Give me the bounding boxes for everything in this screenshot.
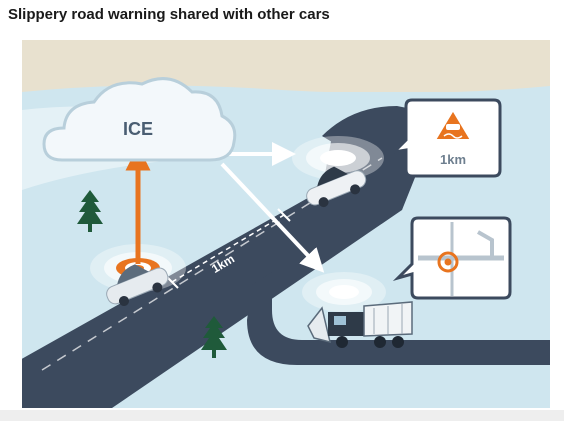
diagram-svg: 1km ICE [22, 40, 550, 408]
bottom-strip [0, 410, 564, 421]
distance-tick-end [277, 208, 291, 222]
car-icon [106, 264, 169, 307]
cloud-label: ICE [123, 119, 153, 139]
cloud-to-snowplow-arrow [220, 162, 325, 273]
signal-rings-snowplow [302, 272, 386, 312]
tree-icon [77, 190, 103, 232]
main-road [22, 116, 412, 408]
main-road-bend [322, 106, 422, 215]
snowplow-icon [307, 301, 413, 348]
cloud-icon [42, 77, 237, 162]
slippery-road-sign-icon [433, 108, 473, 141]
page-title: Slippery road warning shared with other … [8, 6, 330, 23]
side-road [247, 272, 550, 365]
warning-callout-label: 1km [440, 152, 466, 167]
tree-icon [201, 316, 227, 358]
sky-background [22, 40, 550, 92]
diagram-illustration: 1km ICE [22, 40, 550, 408]
distance-line [171, 214, 285, 283]
signal-rings-upper-car [292, 136, 384, 180]
car-icon [306, 166, 367, 208]
map-location-icon [418, 222, 504, 296]
